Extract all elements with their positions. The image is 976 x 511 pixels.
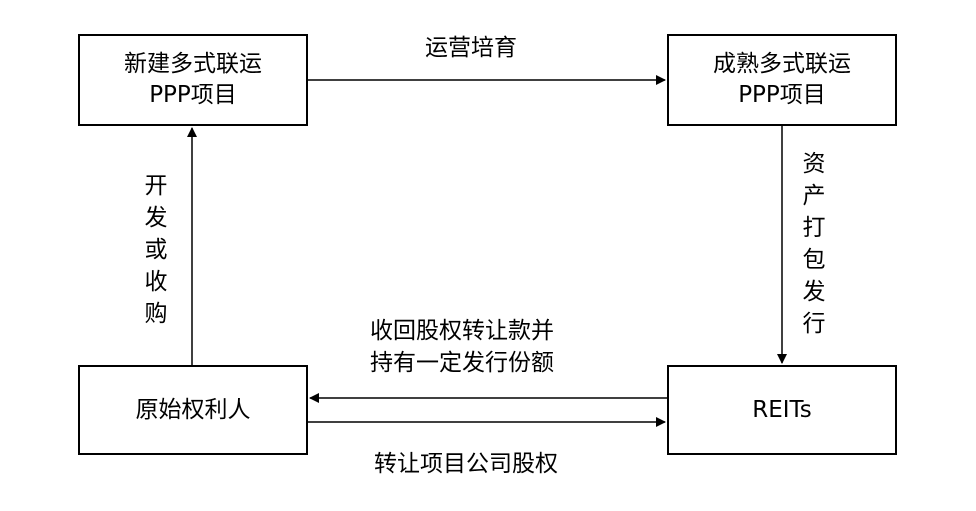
- node-mature-ppp-project-line2: PPP项目: [738, 82, 826, 108]
- edge-label-asset-packaging: 资产打包发行: [802, 151, 826, 337]
- edge-label-recover-transfer-line1: 收回股权转让款并: [370, 318, 554, 344]
- edge-label-recover-transfer-line2: 持有一定发行份额: [370, 350, 554, 376]
- node-reits: REITs: [667, 365, 897, 455]
- edge-label-transfer-equity: 转让项目公司股权: [374, 451, 558, 477]
- node-mature-ppp-project: 成熟多式联运 PPP项目: [667, 34, 897, 126]
- node-new-ppp-project: 新建多式联运 PPP项目: [78, 34, 308, 126]
- node-new-ppp-project-line2: PPP项目: [149, 82, 237, 108]
- node-new-ppp-project-line1: 新建多式联运: [124, 51, 262, 77]
- node-original-rights-holder: 原始权利人: [78, 365, 308, 455]
- node-mature-ppp-project-line1: 成熟多式联运: [713, 51, 851, 77]
- edge-label-recover-transfer: 收回股权转让款并 持有一定发行份额: [370, 315, 554, 379]
- node-reits-label: REITs: [752, 396, 812, 423]
- edge-label-develop-acquire: 开发或收购: [144, 173, 168, 327]
- node-original-rights-holder-label: 原始权利人: [135, 396, 251, 423]
- edge-label-operation-incubation: 运营培育: [425, 35, 517, 61]
